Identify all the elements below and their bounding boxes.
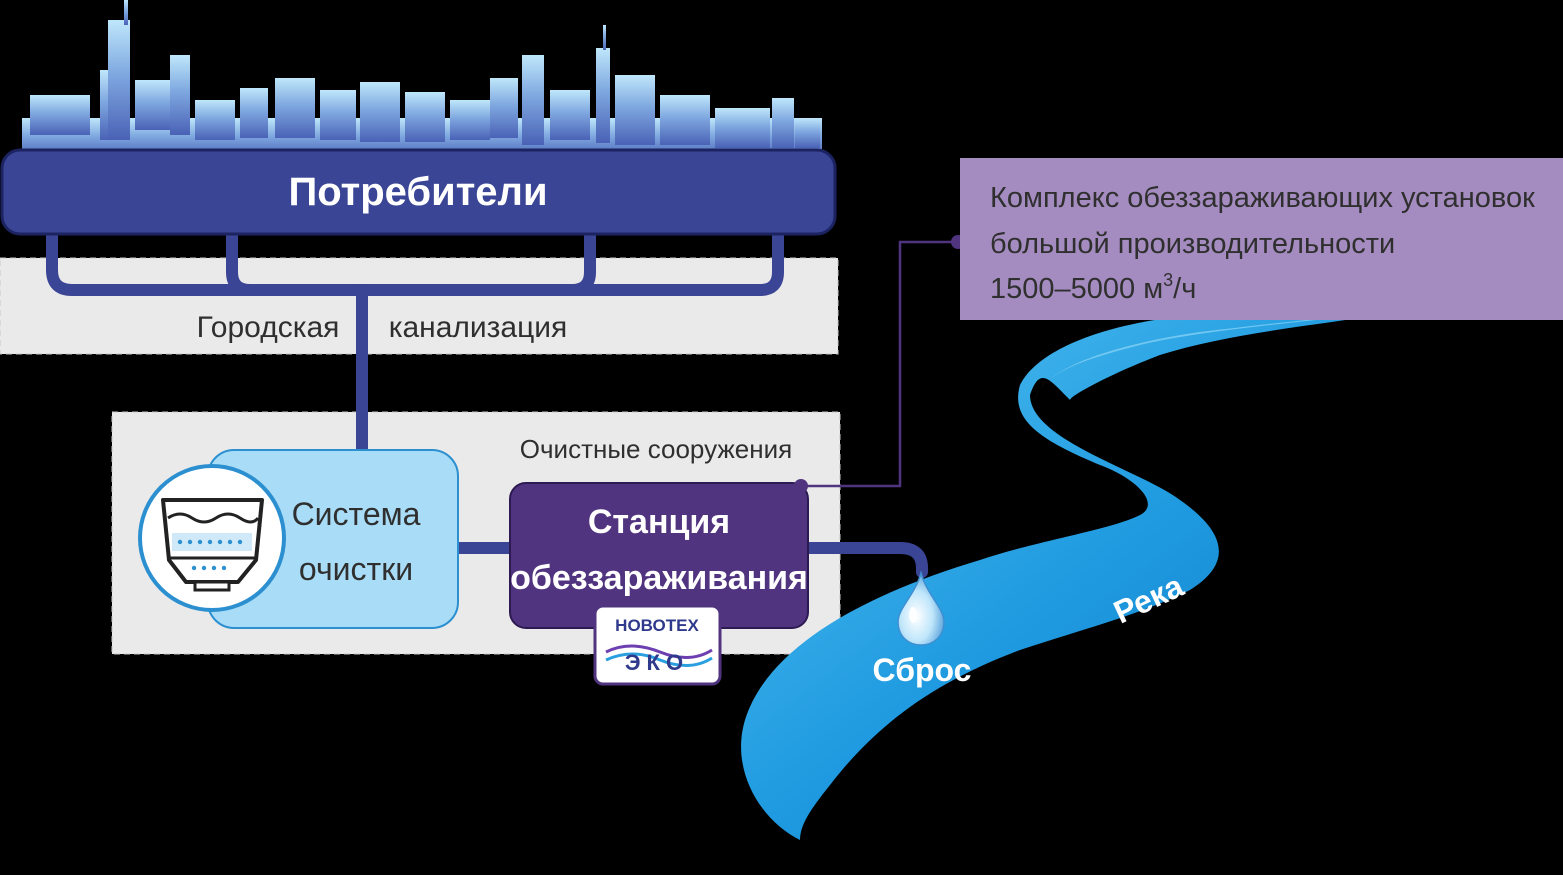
complex-line1: Комплекс обеззараживающих установок bbox=[990, 182, 1535, 214]
discharge-label: Сброс bbox=[873, 652, 972, 688]
leader-dot-icon bbox=[794, 479, 808, 493]
novotekh-eko-logo: НОВОТЕХ ЭКО bbox=[593, 604, 722, 686]
river-shape bbox=[741, 305, 1440, 840]
treatment-facilities-label: Очистные сооружения bbox=[520, 434, 792, 464]
complex-line3-tail: /ч bbox=[1173, 273, 1196, 305]
sewer-label-right: канализация bbox=[389, 311, 568, 344]
disinfection-station-block: Станция обеззараживания bbox=[509, 482, 809, 629]
complex-line2: большой производительности bbox=[990, 228, 1395, 260]
disinfection-station-line2: обеззараживания bbox=[510, 559, 808, 597]
complex-line3-main: 1500–5000 м bbox=[990, 273, 1163, 305]
logo-top-text: НОВОТЕХ bbox=[615, 616, 699, 635]
city-skyline-icon bbox=[22, 0, 822, 158]
sewer-pipes bbox=[46, 224, 928, 578]
filter-tank-icon bbox=[138, 464, 286, 612]
logo-bottom-text: ЭКО bbox=[625, 650, 689, 675]
complex-line3-sup: 3 bbox=[1163, 270, 1173, 290]
consumers-block: Потребители bbox=[0, 148, 837, 236]
complex-callout: Комплекс обеззараживающих установок боль… bbox=[960, 158, 1563, 320]
consumers-label: Потребители bbox=[288, 170, 547, 214]
cleaning-system-line2: очистки bbox=[299, 551, 413, 587]
water-drop-icon bbox=[897, 570, 945, 646]
sewer-panel bbox=[0, 257, 839, 355]
sewer-label-left: Городская bbox=[197, 311, 340, 344]
disinfection-station-line1: Станция bbox=[588, 503, 730, 541]
complex-line3: 1500–5000 м3/ч bbox=[990, 270, 1196, 305]
cleaning-system-line1: Система bbox=[292, 496, 421, 532]
